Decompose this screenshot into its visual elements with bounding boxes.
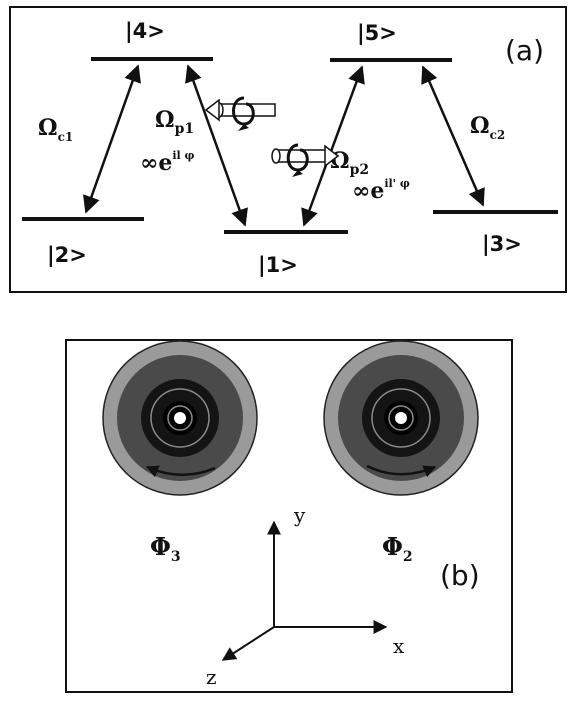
- beam-right-label: Φ2: [382, 532, 413, 565]
- coupling-p1-label: Ωp1: [155, 107, 194, 137]
- state-label-3: |3>: [482, 232, 522, 257]
- arrow-p2: [301, 65, 365, 227]
- panel-a: |4> |5> |2> |1> |3> (a) Ωc1 Ωp1 ∞eil φ Ω…: [9, 6, 567, 293]
- vortex-beam-left-icon: [204, 96, 276, 131]
- coupling-p1-phase: ∞eil φ: [140, 149, 195, 176]
- arrow-c2: [421, 65, 485, 207]
- axis-x-label: x: [393, 634, 405, 658]
- panel-a-label: (a): [505, 34, 544, 67]
- beam-left-label: Φ3: [150, 532, 181, 565]
- coupling-p2-label: Ωp2: [330, 148, 369, 178]
- axis-y-label: y: [293, 503, 306, 527]
- arrow-c1: [83, 64, 141, 214]
- coupling-p2-phase: ∞eil' φ: [352, 177, 410, 204]
- state-label-5: |5>: [357, 21, 397, 46]
- state-label-1: |1>: [258, 253, 298, 278]
- rotation-arrow-left-icon: [145, 465, 216, 478]
- rotation-arrow-right-icon: [366, 464, 437, 478]
- vortex-beam-left: [102, 340, 258, 496]
- panel-a-frame: [9, 6, 567, 293]
- panel-b: Φ3 Φ2 (b) y x z: [65, 339, 513, 693]
- panel-b-frame: [65, 339, 513, 693]
- axis-z-label: z: [206, 665, 217, 689]
- axis-z: [221, 626, 275, 661]
- vortex-beam-right-icon: [271, 143, 340, 177]
- arrow-p1: [185, 64, 248, 227]
- vortex-beam-right: [323, 340, 479, 496]
- state-label-2: |2>: [47, 243, 87, 268]
- panel-b-label: (b): [440, 559, 480, 592]
- coupling-c1-label: Ωc1: [38, 115, 73, 144]
- coupling-c2-label: Ωc2: [470, 113, 505, 142]
- coordinate-axes: y x z: [206, 503, 405, 689]
- state-label-4: |4>: [125, 19, 165, 44]
